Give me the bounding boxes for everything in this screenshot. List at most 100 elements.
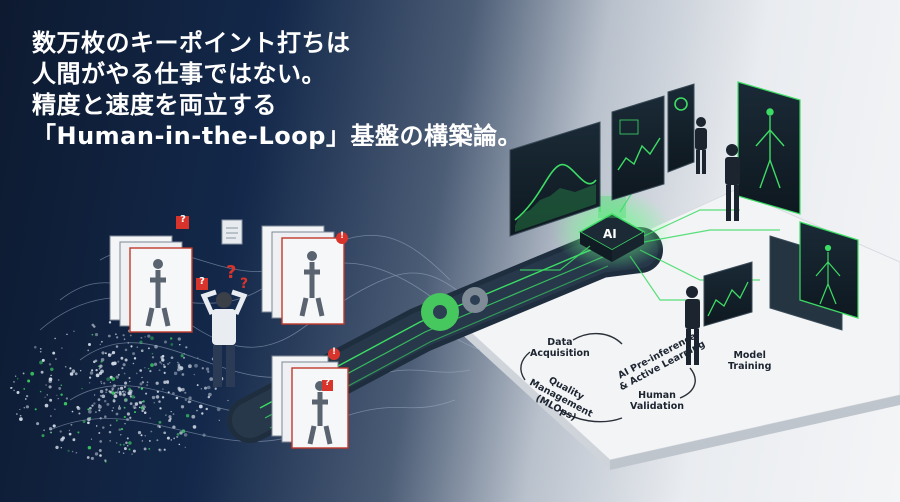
noise-particle	[98, 432, 101, 434]
headline-line-3: 精度と速度を両立する	[32, 91, 277, 119]
noise-particle	[150, 336, 154, 341]
cycle-arrows	[520, 333, 696, 423]
noise-particle	[118, 428, 122, 431]
noise-particle	[198, 404, 203, 409]
person-analyst-mid	[725, 144, 740, 221]
noise-particle	[218, 419, 220, 421]
cycle-label-human-validation: Human Validation	[630, 390, 685, 412]
noise-particle	[184, 446, 187, 449]
noise-particle	[156, 439, 159, 442]
noise-particle	[99, 343, 101, 346]
noise-particle	[22, 372, 25, 375]
noise-particle	[100, 360, 103, 363]
noise-particle	[177, 368, 181, 372]
noise-particle	[118, 392, 122, 396]
noise-particle	[151, 352, 154, 355]
noise-particle	[49, 398, 53, 402]
noise-particle	[45, 384, 47, 386]
noise-particle	[99, 389, 104, 394]
noise-particle	[65, 397, 69, 400]
noise-particle	[87, 445, 92, 450]
noise-particle	[140, 387, 144, 390]
noise-particle	[91, 404, 94, 407]
noise-particle	[185, 346, 188, 349]
noise-particle	[141, 440, 144, 442]
noise-particle	[109, 381, 112, 383]
noise-particle	[91, 333, 94, 336]
person-analyst-top	[695, 117, 707, 174]
question-mark-1: ?	[180, 214, 186, 225]
noise-particle	[116, 336, 119, 339]
skeleton-screen-tall	[737, 81, 801, 215]
noise-particle	[95, 425, 98, 427]
ai-chip-label: AI	[603, 227, 617, 241]
noise-particle	[208, 392, 212, 397]
noise-particle	[146, 384, 149, 387]
noise-particle	[170, 410, 172, 413]
noise-particle	[114, 392, 116, 394]
noise-particle	[108, 430, 112, 434]
noise-particle	[112, 399, 116, 403]
noise-particle	[58, 386, 62, 390]
noise-particle	[135, 372, 138, 375]
noise-particle	[100, 382, 103, 385]
document-icon	[221, 219, 243, 245]
data-noise-cloud	[10, 320, 229, 463]
noise-particle	[117, 360, 120, 363]
noise-particle	[126, 412, 131, 416]
noise-particle	[102, 426, 105, 429]
noise-particle	[93, 325, 96, 328]
noise-particle	[173, 371, 178, 376]
noise-particle	[140, 349, 144, 353]
noise-particle	[120, 434, 122, 436]
noise-particle	[136, 346, 139, 348]
noise-particle	[181, 387, 185, 392]
noise-particle	[99, 394, 102, 397]
noise-particle	[94, 452, 99, 456]
headline-line-4: 「Human-in-the-Loop」基盤の構築論。	[32, 122, 522, 150]
noise-particle	[141, 376, 143, 379]
noise-particle	[68, 429, 71, 432]
noise-particle	[132, 362, 135, 365]
noise-particle	[180, 354, 184, 358]
alert-badge-icon	[328, 232, 348, 360]
cycle-label-model-training: Model Training	[728, 350, 772, 372]
noise-particle	[188, 364, 192, 369]
noise-particle	[122, 443, 125, 446]
noise-particle	[163, 431, 167, 435]
noise-particle	[115, 442, 118, 444]
noise-particle	[138, 406, 141, 409]
noise-particle	[158, 426, 161, 428]
noise-particle	[201, 367, 204, 370]
noise-particle	[123, 406, 126, 409]
noise-particle	[91, 369, 94, 372]
noise-particle	[99, 454, 102, 457]
noise-particle	[147, 334, 151, 338]
noise-particle	[122, 390, 125, 393]
noise-particle	[89, 371, 94, 375]
noise-particle	[144, 406, 147, 409]
headline-line-1: 数万枚のキーポイント打ちは	[32, 29, 351, 57]
noise-particle	[19, 417, 23, 421]
noise-particle	[122, 363, 126, 367]
noise-particle	[109, 390, 113, 394]
noise-particle	[40, 370, 44, 374]
noise-particle	[71, 410, 74, 413]
noise-particle	[115, 345, 119, 348]
noise-particle	[117, 387, 120, 390]
noise-particle	[129, 380, 131, 383]
noise-particle	[13, 380, 15, 383]
noise-particle	[98, 405, 102, 409]
noise-particle	[129, 416, 132, 419]
noise-particle	[60, 437, 64, 442]
noise-particle	[138, 401, 142, 404]
noise-particle	[139, 369, 143, 372]
noise-particle	[107, 334, 111, 338]
noise-particle	[69, 372, 74, 376]
noise-particle	[39, 347, 42, 350]
noise-particle	[39, 360, 43, 365]
noise-particle	[143, 411, 147, 414]
noise-particle	[10, 386, 13, 390]
noise-particle	[50, 367, 54, 372]
noise-particle	[141, 404, 146, 408]
